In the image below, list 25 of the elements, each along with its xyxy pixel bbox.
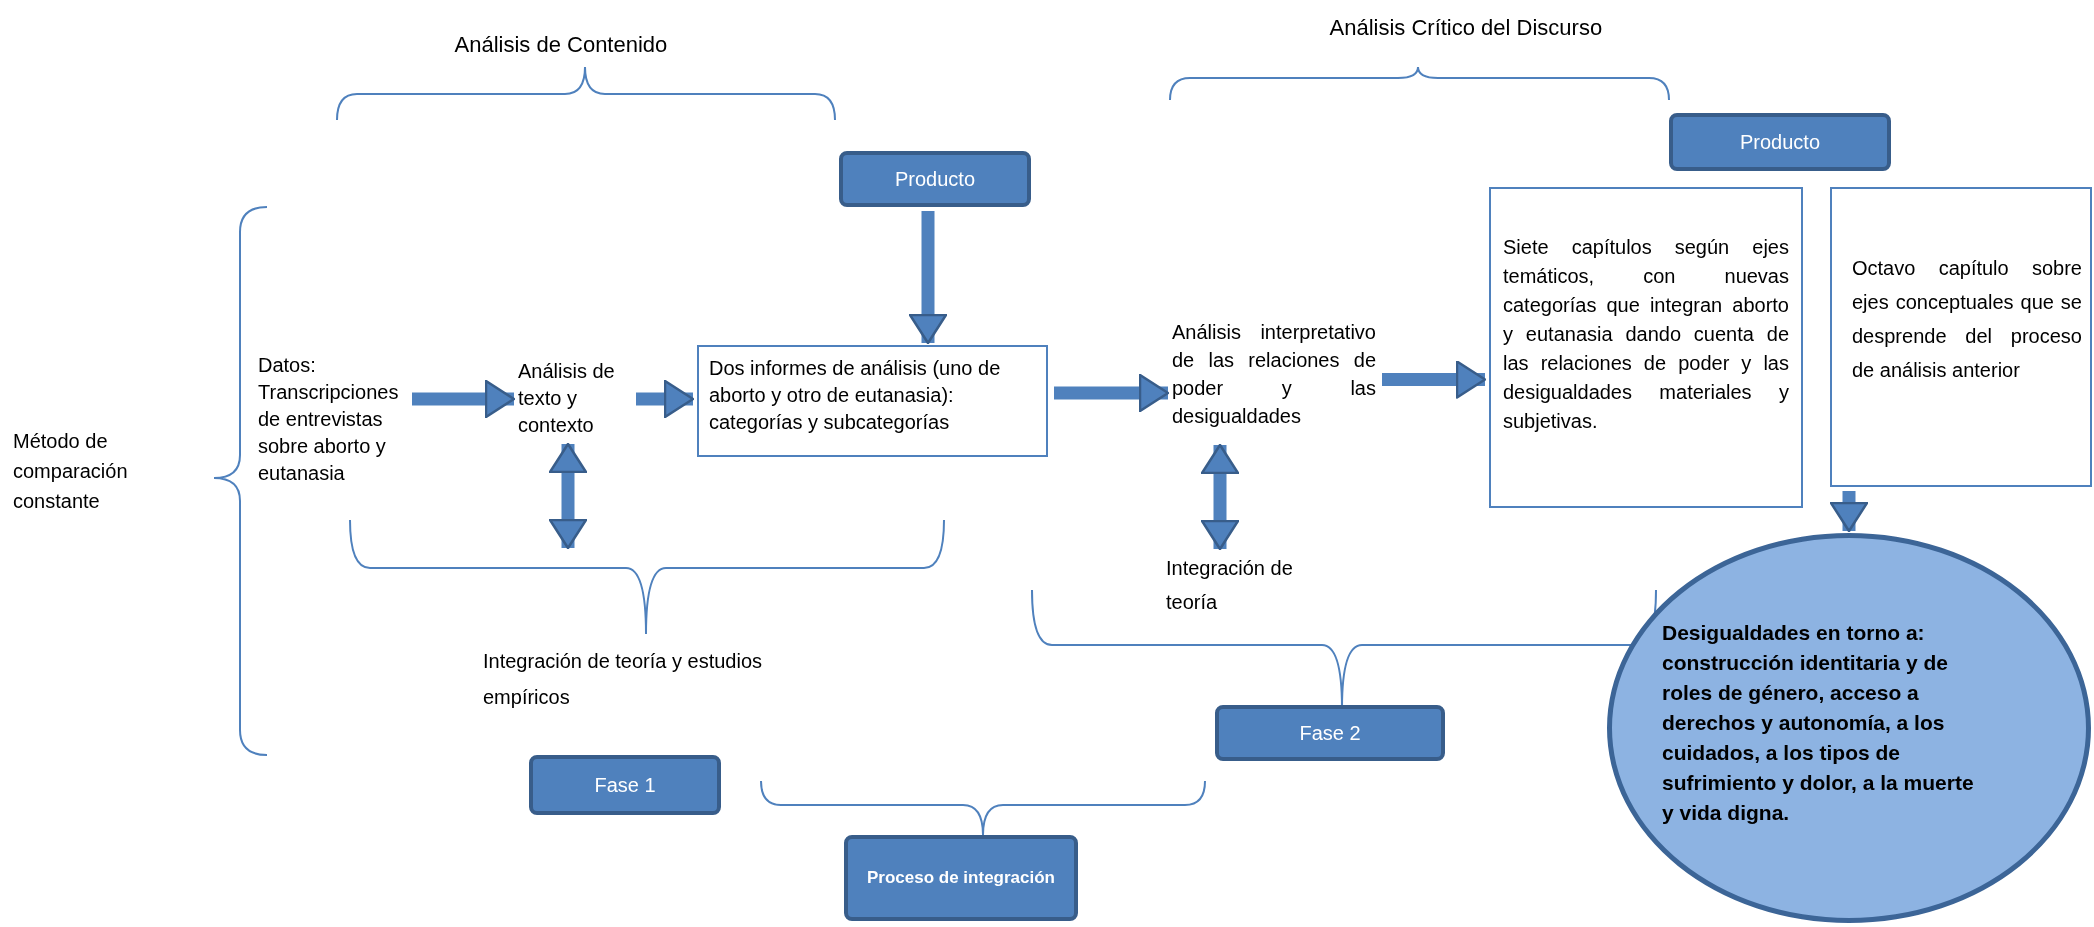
arrow (548, 442, 588, 550)
arrow (1829, 491, 1869, 533)
node-text: Análisis interpretativo de las relaciones de poder y las desigualdades (1172, 318, 1376, 441)
outcome-ellipse: Desigualdades en torno a: construcción identitaria y de roles de género, acceso a derechos y autonomía, a los cuidados, a los tipos de sufrimiento y dolor, a la muerte y vida digna. (1607, 533, 2091, 923)
node-text: Integración de teoría (1166, 551, 1326, 615)
arrow (1382, 360, 1487, 399)
process-box: Proceso de integración (844, 835, 1078, 921)
caption-text: Integración de teoría y estudios empíricos (483, 649, 764, 710)
phase-box: Fase 1 (529, 755, 721, 815)
phase-box: Fase 2 (1215, 705, 1445, 761)
arrow (1054, 373, 1170, 413)
arrow (908, 211, 948, 345)
heading: Análisis de Contenido (454, 31, 668, 59)
node-text: Análisis de texto y contexto (518, 358, 630, 440)
arrow (1200, 443, 1240, 551)
heading: Análisis Crítico del Discurso (1329, 14, 1603, 42)
arrow (636, 379, 695, 419)
node-text: Datos: Transcripciones de entrevistas sobre aborto y eutanasia (258, 352, 406, 517)
product-box: Producto (839, 151, 1031, 207)
text-box: Siete capítulos según ejes temáticos, con nuevas categorías que integran aborto y eutanasia dando cuenta de las relaciones de poder y las desigualdades materiales y subjetivas. (1489, 187, 1803, 508)
text-box: Octavo capítulo sobre ejes conceptuales que se desprende del proceso de análisis anterior (1830, 187, 2092, 487)
arrow (412, 379, 516, 419)
side-label: Método de comparación constante (13, 429, 129, 514)
product-box: Producto (1669, 113, 1891, 171)
text-box: Dos informes de análisis (uno de aborto y otro de eutanasia): categorías y subcategorías (697, 345, 1048, 457)
